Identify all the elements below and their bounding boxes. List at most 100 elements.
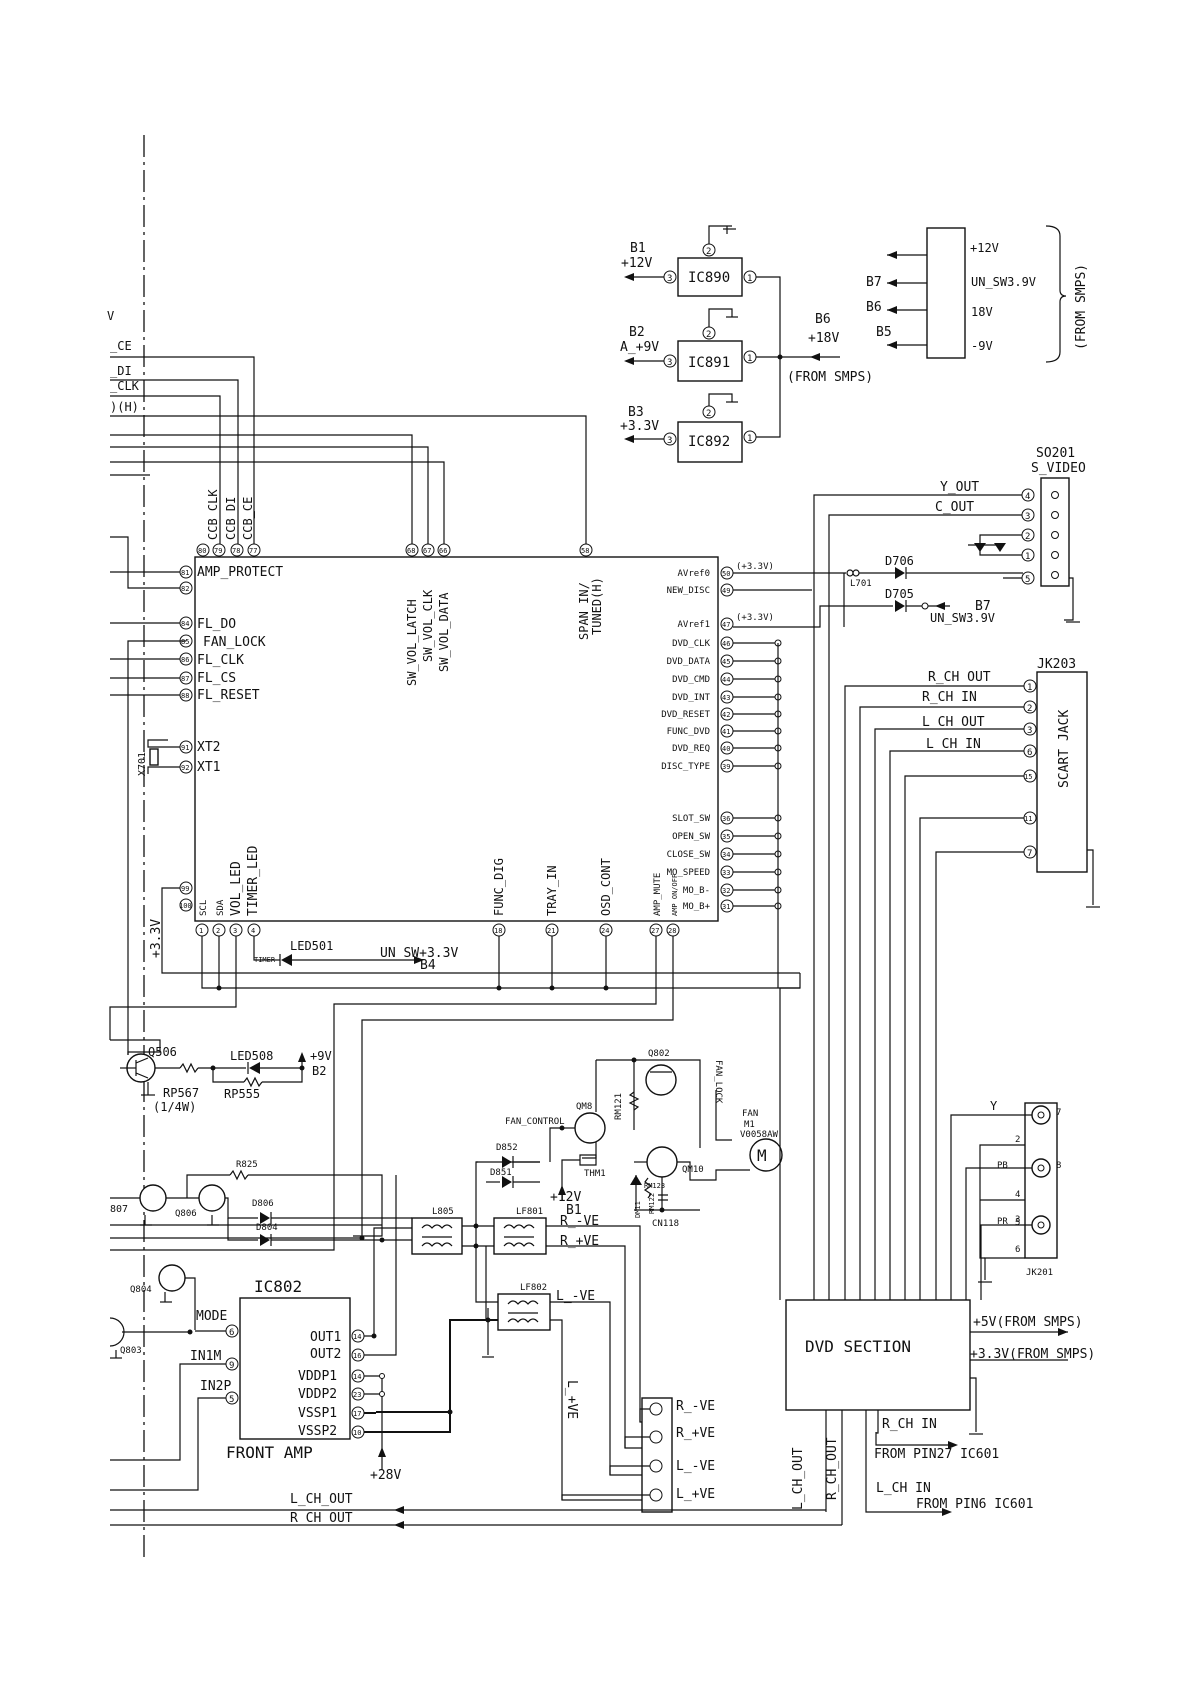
svg-text:FL_RESET: FL_RESET bbox=[197, 688, 260, 703]
svg-text:SPAN IN/: SPAN IN/ bbox=[577, 582, 591, 640]
svg-text:LED501: LED501 bbox=[290, 939, 333, 953]
svg-text:9: 9 bbox=[229, 1361, 234, 1371]
svg-text:3: 3 bbox=[667, 358, 672, 368]
svg-text:14: 14 bbox=[353, 1373, 361, 1381]
svg-text:THM1: THM1 bbox=[584, 1169, 606, 1179]
svg-text:L_CH IN: L_CH IN bbox=[876, 1481, 931, 1496]
mcu-right-pin-number: 45 bbox=[722, 658, 730, 666]
svg-text:D705: D705 bbox=[885, 587, 914, 601]
svg-text:3: 3 bbox=[1027, 726, 1032, 736]
svg-text:B7: B7 bbox=[866, 275, 882, 290]
mcu-right-pin-label: MO_B+ bbox=[683, 902, 711, 912]
svg-text:VSSP2: VSSP2 bbox=[298, 1424, 337, 1439]
svg-text:6: 6 bbox=[1027, 748, 1032, 758]
svg-text:D706: D706 bbox=[885, 554, 914, 568]
mcu-right-pin-number: 34 bbox=[722, 851, 730, 859]
mcu-right-pin-label: MO_B- bbox=[683, 886, 710, 896]
svg-text:80: 80 bbox=[198, 547, 206, 555]
svg-text:TRAY_IN: TRAY_IN bbox=[545, 865, 559, 916]
svg-text:L701: L701 bbox=[850, 579, 872, 589]
svg-text:QM8: QM8 bbox=[576, 1102, 592, 1112]
svg-text:+3.3V(FROM SMPS): +3.3V(FROM SMPS) bbox=[970, 1347, 1095, 1362]
svg-text:UN_SW3.9V: UN_SW3.9V bbox=[930, 611, 995, 625]
svg-text:V0058AW: V0058AW bbox=[740, 1130, 779, 1140]
regulator-ic892: IC892 3 1 2 B3 +3.3V bbox=[620, 393, 757, 463]
svg-text:5: 5 bbox=[229, 1395, 234, 1405]
svg-text:L_CH OUT: L_CH OUT bbox=[922, 715, 985, 730]
mcu-right-pin-number: 43 bbox=[722, 694, 730, 702]
svg-text:21: 21 bbox=[547, 927, 555, 935]
svg-text:R_CH_OUT: R_CH_OUT bbox=[290, 1511, 353, 1526]
svg-text:6: 6 bbox=[1015, 1245, 1020, 1255]
svg-text:99: 99 bbox=[181, 885, 189, 893]
svg-text:+28V: +28V bbox=[370, 1468, 401, 1483]
svg-text:IC891: IC891 bbox=[688, 355, 730, 371]
svg-text:B1: B1 bbox=[630, 241, 646, 256]
svg-text:TUNED(H): TUNED(H) bbox=[590, 577, 604, 635]
svg-text:77: 77 bbox=[249, 547, 257, 555]
svg-text:DVD SECTION: DVD SECTION bbox=[805, 1337, 911, 1356]
svg-text:18V: 18V bbox=[971, 305, 993, 319]
left-ce-label: _CE bbox=[110, 339, 132, 353]
svg-text:B2: B2 bbox=[312, 1064, 326, 1078]
svg-text:IC890: IC890 bbox=[688, 270, 730, 286]
svg-text:18: 18 bbox=[494, 927, 502, 935]
svg-text:B1: B1 bbox=[566, 1203, 582, 1218]
svg-text:L_-VE: L_-VE bbox=[676, 1459, 715, 1474]
svg-text:S_VIDEO: S_VIDEO bbox=[1031, 461, 1086, 476]
svg-text:Q803: Q803 bbox=[120, 1346, 142, 1356]
svg-text:4: 4 bbox=[1025, 492, 1030, 502]
svg-text:RP555: RP555 bbox=[224, 1087, 260, 1101]
svg-text:AMP_PROTECT: AMP_PROTECT bbox=[197, 565, 283, 580]
svg-text:2: 2 bbox=[1015, 1135, 1020, 1145]
svg-text:RP567: RP567 bbox=[163, 1086, 199, 1100]
svg-text:(1/4W): (1/4W) bbox=[153, 1100, 196, 1114]
svg-text:807: 807 bbox=[110, 1204, 128, 1215]
mcu-right-pin-note: (+3.3V) bbox=[736, 562, 774, 572]
svg-text:R_-VE: R_-VE bbox=[560, 1214, 599, 1229]
svg-text:A_+9V: A_+9V bbox=[620, 340, 659, 355]
q506-led508: Q506 LED508 RP567 (1/4W) RP555 +9V B2 bbox=[110, 1039, 332, 1114]
svg-text:VDDP2: VDDP2 bbox=[298, 1387, 337, 1402]
svg-text:82: 82 bbox=[181, 585, 189, 593]
mcu-right-pin-number: 31 bbox=[722, 903, 730, 911]
svg-text:RM122: RM122 bbox=[648, 1193, 656, 1214]
svg-text:+12V: +12V bbox=[550, 1190, 581, 1205]
svg-text:UN_SW+3.3V: UN_SW+3.3V bbox=[380, 946, 458, 961]
svg-text:TIMER_LED: TIMER_LED bbox=[246, 845, 261, 916]
svg-text:JK201: JK201 bbox=[1026, 1268, 1053, 1278]
svg-text:SO201: SO201 bbox=[1036, 446, 1075, 461]
svg-text:JK203: JK203 bbox=[1037, 657, 1076, 672]
mcu-right-pin-number: 33 bbox=[722, 869, 730, 877]
s-video-jack: SO201 S_VIDEO 4 3 2 1 5 Y_OUT C_OUT bbox=[813, 446, 1086, 1300]
svg-text:IC892: IC892 bbox=[688, 434, 730, 450]
svg-text:92: 92 bbox=[181, 764, 189, 772]
svg-text:+12V: +12V bbox=[970, 241, 999, 255]
mcu-right-pin-number: 47 bbox=[722, 621, 730, 629]
svg-text:OSD_CONT: OSD_CONT bbox=[599, 858, 613, 916]
mcu-right-pin-label: FUNC_DVD bbox=[667, 727, 710, 737]
svg-text:RM121: RM121 bbox=[614, 1093, 624, 1120]
left-di-label: _DI bbox=[110, 364, 132, 378]
svg-text:15: 15 bbox=[1024, 773, 1032, 781]
svg-text:+9V: +9V bbox=[310, 1049, 332, 1063]
svg-text:88: 88 bbox=[181, 692, 189, 700]
svg-text:24: 24 bbox=[601, 927, 609, 935]
svg-text:AMP_MUTE: AMP_MUTE bbox=[653, 873, 663, 916]
mcu-right-pin-label: CLOSE_SW bbox=[667, 850, 711, 860]
svg-text:VDDP1: VDDP1 bbox=[298, 1369, 337, 1384]
mcu-right-pin-number: 42 bbox=[722, 711, 730, 719]
mcu-right-pin-number: 39 bbox=[722, 763, 730, 771]
mcu-right-pin-label: DVD_CLK bbox=[672, 639, 711, 649]
svg-text:2: 2 bbox=[706, 330, 711, 340]
svg-text:C_OUT: C_OUT bbox=[935, 500, 974, 515]
mcu-right-pin-number: 49 bbox=[722, 587, 730, 595]
svg-text:-9V: -9V bbox=[971, 339, 993, 353]
mcu-right-pin-label: DVD_DATA bbox=[667, 657, 711, 667]
mcu-right-pin-label: DVD_REQ bbox=[672, 744, 710, 754]
mcu-right-pin-number: 50 bbox=[722, 570, 730, 578]
mcu-right-pin-label: DISC_TYPE bbox=[661, 762, 710, 772]
svg-text:(FROM SMPS): (FROM SMPS) bbox=[1074, 264, 1089, 350]
svg-text:R_CH IN: R_CH IN bbox=[882, 1417, 937, 1432]
